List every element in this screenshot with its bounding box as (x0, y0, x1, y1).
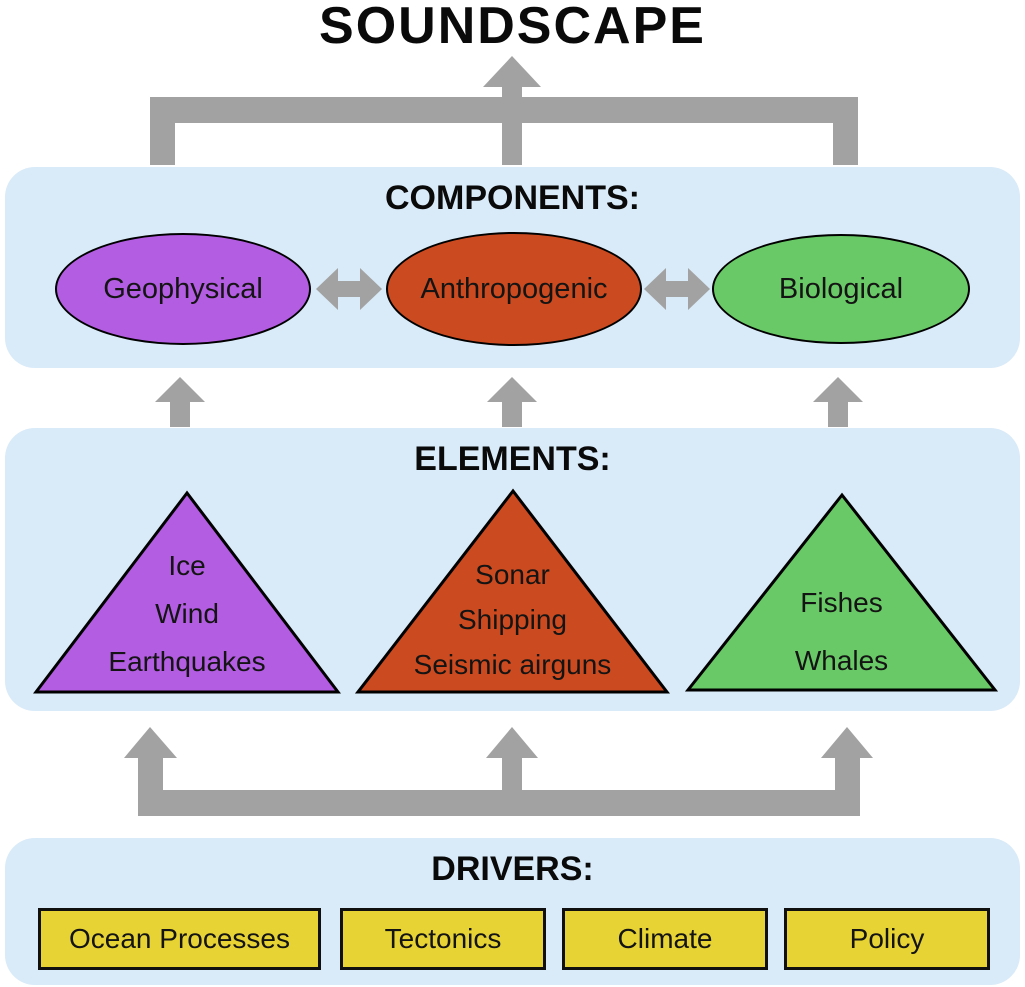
mid-arrow-left-stem (170, 401, 190, 427)
components-heading: COMPONENTS: (385, 179, 640, 217)
component-label: Geophysical (103, 272, 263, 305)
triangle-shape (33, 490, 341, 694)
driver-policy: Policy (784, 908, 990, 970)
component-label: Anthropogenic (420, 272, 608, 305)
element-item: Ice (168, 550, 206, 581)
driver-label: Climate (617, 923, 713, 954)
driver-climate: Climate (562, 908, 768, 970)
bottom-bracket-center-stem (502, 757, 522, 791)
triangle-shape (685, 492, 998, 692)
element-list: Sonar Shipping Seismic airguns (355, 552, 670, 687)
element-triangle-anthropogenic: Sonar Shipping Seismic airguns (355, 488, 670, 695)
component-biological: Biological (712, 234, 970, 344)
up-arrow-icon (124, 727, 177, 758)
up-arrow-icon (486, 727, 538, 758)
up-arrow-icon (813, 377, 863, 402)
up-arrow-icon (487, 377, 537, 402)
bottom-bracket-bar (138, 790, 860, 816)
element-triangle-geophysical: Ice Wind Earthquakes (33, 490, 341, 695)
drivers-heading: DRIVERS: (431, 850, 594, 888)
components-panel: COMPONENTS: Geophysical Anthropogenic Bi… (5, 167, 1020, 368)
top-bracket-bar (150, 97, 858, 123)
elements-heading: ELEMENTS: (414, 440, 611, 478)
triangle-shape (355, 488, 670, 694)
element-item: Whales (794, 645, 889, 676)
drivers-panel: DRIVERS: Ocean Processes Tectonics Clima… (5, 838, 1020, 985)
driver-label: Policy (849, 923, 925, 954)
component-label: Biological (778, 272, 904, 305)
element-item: Sonar (475, 559, 550, 590)
up-arrow-icon (821, 727, 873, 758)
mid-arrow-center-stem (502, 401, 522, 427)
diagram-title: SOUNDSCAPE (319, 0, 706, 55)
elements-panel: ELEMENTS: Ice Wind Earthquakes Sonar Shi… (5, 428, 1020, 711)
driver-label: Ocean Processes (69, 923, 290, 954)
bottom-bracket-right-stem (835, 757, 860, 791)
mid-arrow-right-stem (828, 401, 848, 427)
top-bracket-left-stem (150, 123, 175, 165)
component-geophysical: Geophysical (55, 233, 311, 345)
driver-label: Tectonics (384, 923, 502, 954)
element-item: Wind (155, 598, 219, 629)
element-list: Fishes Whales (685, 574, 998, 690)
driver-tectonics: Tectonics (340, 908, 546, 970)
element-item: Earthquakes (108, 646, 266, 677)
up-arrow-icon (155, 377, 205, 402)
top-bracket-right-stem (833, 123, 858, 165)
driver-ocean-processes: Ocean Processes (38, 908, 321, 970)
element-item: Fishes (800, 587, 883, 618)
up-arrow-icon (483, 56, 541, 87)
component-anthropogenic: Anthropogenic (386, 232, 642, 346)
element-item: Shipping (458, 604, 567, 635)
top-bracket-center-stem (502, 85, 522, 165)
element-triangle-biological: Fishes Whales (685, 492, 998, 693)
element-list: Ice Wind Earthquakes (33, 542, 341, 686)
bottom-bracket-left-stem (138, 757, 163, 791)
element-item: Seismic airguns (413, 649, 612, 680)
